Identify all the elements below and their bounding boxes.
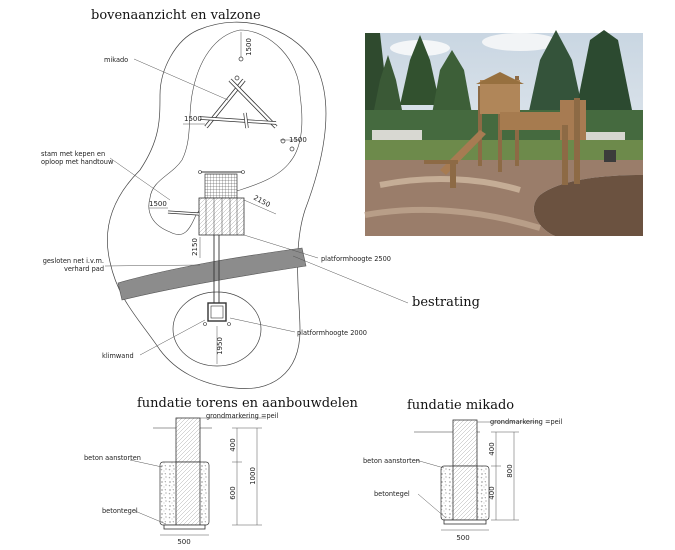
climbing-wall-zone: [172, 291, 262, 367]
plan-title: bovenaanzicht en valzone: [91, 8, 261, 23]
paved-path: [117, 247, 307, 301]
dim-top: 1500: [245, 38, 253, 56]
label-stam-1: stam met kepen en: [41, 150, 105, 158]
fall-zone-inner: [148, 29, 303, 235]
foundation-right-ground: grondmarkering =peil: [490, 418, 563, 426]
foundation-left-tegel: betontegel: [102, 507, 138, 515]
foundation-left-ground: grondmarkering =peil: [206, 412, 279, 420]
dim-tower-diag: 2150: [252, 194, 271, 209]
label-mikado: mikado: [104, 56, 128, 64]
foundation-right-title: fundatie mikado: [407, 398, 514, 413]
label-platform-2000: platformhoogte 2000: [297, 329, 367, 337]
foundation-right-dim-800: 800: [506, 464, 514, 477]
label-gesloten-2: verhard pad: [64, 265, 104, 273]
foundation-right-dim-500: 500: [456, 534, 469, 542]
tower-structure: [167, 170, 245, 326]
foundation-right-beton: beton aanstorten: [363, 457, 420, 465]
playground-photo: [364, 30, 643, 236]
fall-zone-outer: [106, 21, 327, 389]
foundation-right-tegel: betontegel: [374, 490, 410, 498]
foundation-left-dim-500: 500: [177, 538, 190, 546]
label-stam-2: oploop met handtouw: [41, 158, 114, 166]
dim-mikado-right: 1500: [289, 136, 307, 144]
foundation-left-dim-600: 600: [229, 486, 237, 499]
plan-leaders: [104, 58, 409, 356]
dim-bottom: 1950: [216, 337, 224, 355]
foundation-left-dim-1000: 1000: [249, 467, 257, 485]
foundation-right-drawing: [414, 419, 540, 531]
foundation-right-dim-400b: 400: [488, 486, 496, 499]
foundation-left-drawing: [129, 417, 266, 536]
dim-mikado-left: 1500: [184, 115, 202, 123]
label-platform-2500: platformhoogte 2500: [321, 255, 391, 263]
label-bestrating: bestrating: [412, 295, 480, 310]
label-klimwand: klimwand: [102, 352, 134, 360]
mikado-structure: [199, 56, 295, 152]
dim-tower-vert: 2150: [191, 238, 199, 256]
dim-tower-left: 1500: [149, 200, 167, 208]
foundation-left-title: fundatie torens en aanbouwdelen: [137, 396, 359, 411]
foundation-left-beton: beton aanstorten: [84, 454, 141, 462]
foundation-right-dim-400a: 400: [488, 442, 496, 455]
label-gesloten-1: gesloten net i.v.m.: [43, 257, 104, 265]
foundation-left-dim-400: 400: [229, 438, 237, 451]
